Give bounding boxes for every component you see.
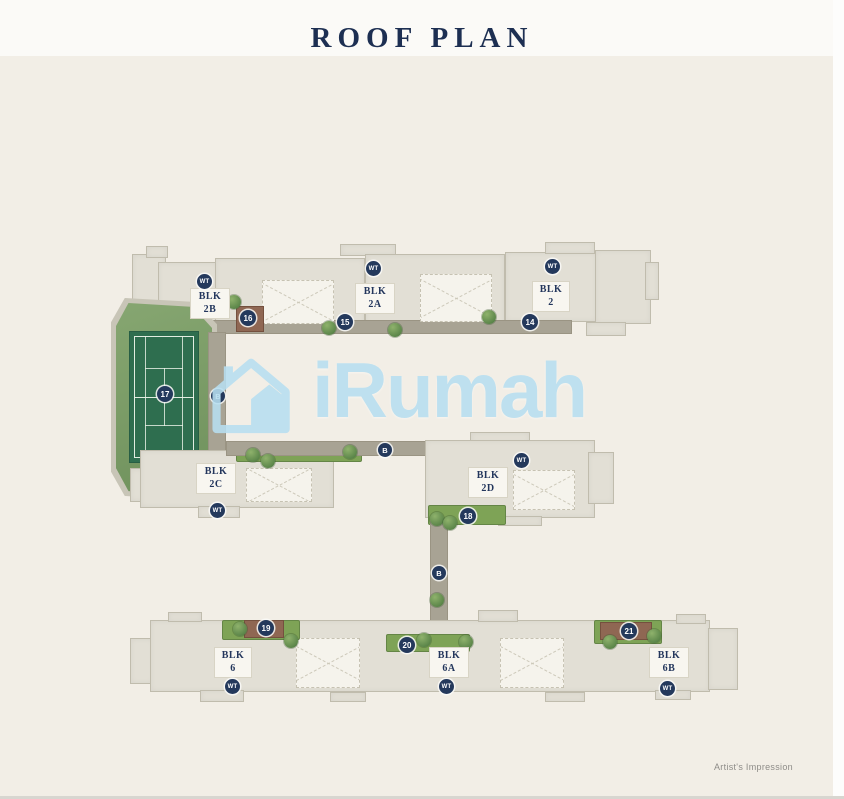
building-footprint: [545, 692, 585, 702]
tree: [443, 516, 457, 530]
block-label-prefix: BLK: [198, 291, 222, 302]
roof-panel: [296, 638, 360, 688]
watermark: iRumah: [202, 344, 588, 436]
building-footprint: [545, 242, 595, 254]
block-label-prefix: BLK: [221, 650, 245, 661]
water-tank-badge: WT: [366, 261, 381, 276]
marker-14: 14: [522, 314, 538, 330]
tree: [459, 635, 473, 649]
building-footprint: [478, 610, 518, 622]
block-label-2d: BLK 2D: [468, 467, 508, 498]
tree: [430, 512, 444, 526]
marker-19: 19: [258, 620, 274, 636]
path-node-badge: B: [378, 443, 392, 457]
block-label-prefix: BLK: [437, 650, 461, 661]
roof-panel: [420, 274, 492, 322]
tree: [227, 295, 241, 309]
block-label-6: BLK 6: [214, 647, 252, 678]
right-margin: [833, 0, 844, 799]
building-footprint: [588, 452, 614, 504]
path-node-badge: B: [432, 566, 446, 580]
tree: [284, 634, 298, 648]
tree: [430, 593, 444, 607]
tree: [322, 321, 336, 335]
block-label-prefix: BLK: [476, 470, 500, 481]
block-label-2b: BLK 2B: [190, 288, 230, 319]
block-label-id: 2B: [203, 303, 217, 315]
tree: [417, 633, 431, 647]
tree: [603, 635, 617, 649]
building-footprint: [645, 262, 659, 300]
block-label-prefix: BLK: [539, 284, 563, 295]
building-footprint: [330, 692, 366, 702]
header-strip: [0, 0, 844, 56]
marker-17: 17: [157, 386, 173, 402]
water-tank-badge: WT: [197, 274, 212, 289]
block-label-id: 2: [548, 296, 554, 308]
tree: [261, 454, 275, 468]
artists-impression-note: Artist's Impression: [714, 762, 793, 772]
water-tank-badge: WT: [225, 679, 240, 694]
tree: [246, 448, 260, 462]
tree: [343, 445, 357, 459]
water-tank-badge: WT: [545, 259, 560, 274]
block-label-id: 2C: [209, 478, 223, 490]
roof-panel: [513, 470, 575, 510]
watermark-text: iRumah: [312, 345, 588, 434]
building-footprint: [676, 614, 706, 624]
building-footprint: [146, 246, 168, 258]
roof-panel: [246, 468, 312, 502]
bottom-margin: [0, 796, 844, 799]
roof-panel: [500, 638, 564, 688]
block-label-id: 6A: [442, 662, 456, 674]
tree: [233, 622, 247, 636]
block-label-prefix: BLK: [363, 286, 387, 297]
water-tank-badge: WT: [439, 679, 454, 694]
marker-18: 18: [460, 508, 476, 524]
block-label-id: 2A: [368, 298, 382, 310]
block-label-6b: BLK 6B: [649, 647, 689, 678]
block-label-id: 2D: [481, 482, 495, 494]
water-tank-badge: WT: [660, 681, 675, 696]
marker-16: 16: [240, 310, 256, 326]
block-label-id: 6: [230, 662, 236, 674]
path-node-badge: B: [211, 389, 225, 403]
building-footprint: [168, 612, 202, 622]
marker-15: 15: [337, 314, 353, 330]
block-label-prefix: BLK: [204, 466, 228, 477]
block-label-id: 6B: [662, 662, 676, 674]
tree: [388, 323, 402, 337]
building-footprint: [595, 250, 651, 324]
tree: [647, 629, 661, 643]
roof-panel: [262, 280, 334, 324]
page-title: ROOF PLAN: [310, 22, 534, 54]
marker-20: 20: [399, 637, 415, 653]
tree: [482, 310, 496, 324]
building-footprint: [708, 628, 738, 690]
block-label-2a: BLK 2A: [355, 283, 395, 314]
block-label-prefix: BLK: [657, 650, 681, 661]
block-label-2c: BLK 2C: [196, 463, 236, 494]
building-footprint: [586, 322, 626, 336]
marker-21: 21: [621, 623, 637, 639]
water-tank-badge: WT: [210, 503, 225, 518]
block-label-2: BLK 2: [532, 281, 570, 312]
water-tank-badge: WT: [514, 453, 529, 468]
block-label-6a: BLK 6A: [429, 647, 469, 678]
